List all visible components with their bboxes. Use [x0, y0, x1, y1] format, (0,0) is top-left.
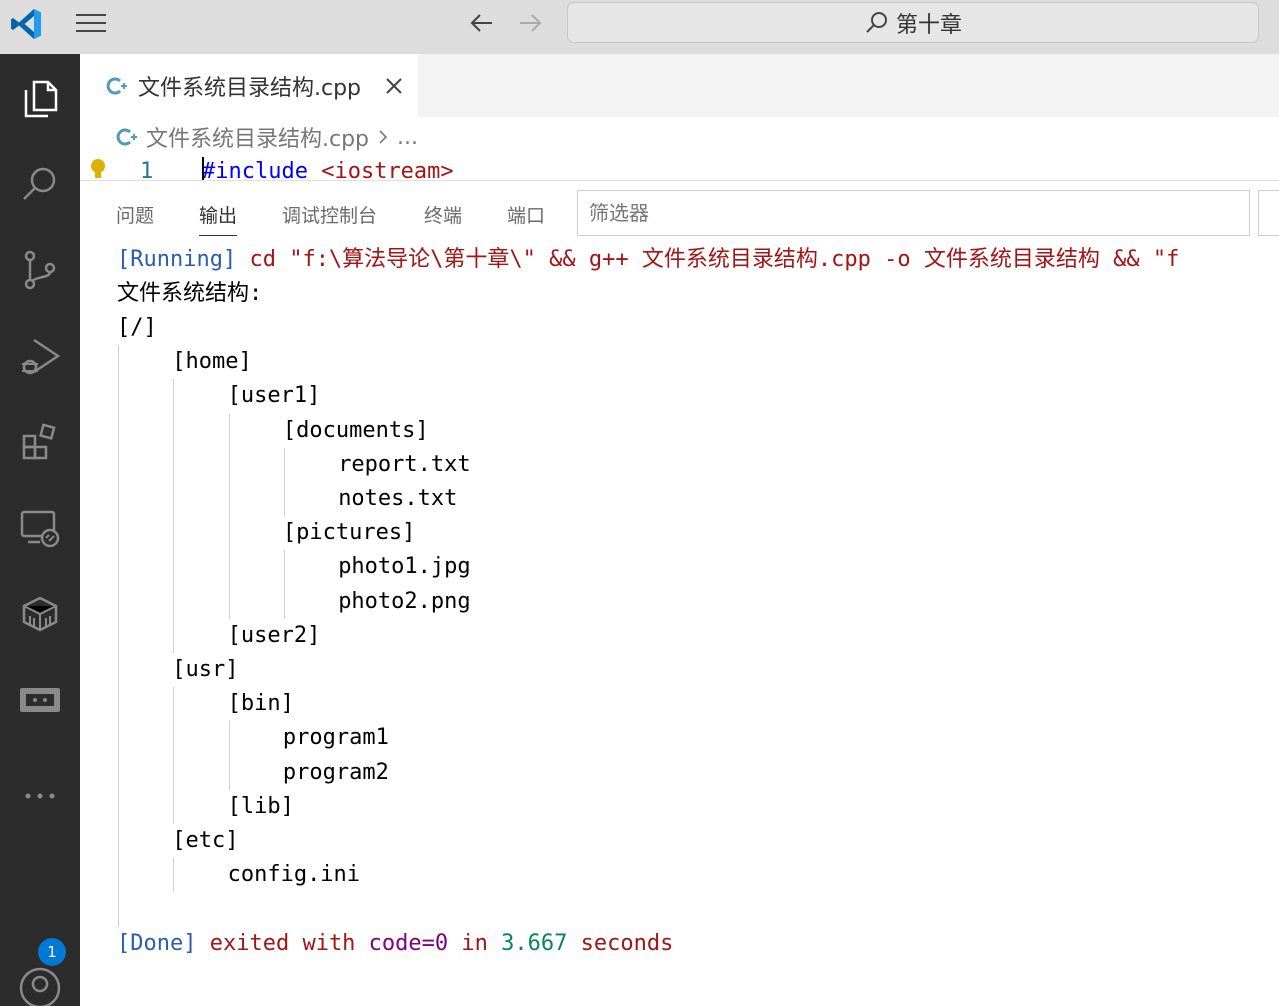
tree-node: [home] — [172, 349, 252, 375]
package-icon — [22, 596, 58, 632]
code-keyword: #include — [202, 159, 308, 181]
tree-node: config.ini — [227, 862, 361, 888]
tree-node: [bin] — [227, 691, 294, 717]
cpp-file-icon — [116, 128, 137, 146]
cpp-file-icon — [106, 77, 127, 94]
output-heading: 文件系统结构: — [117, 281, 263, 306]
close-icon[interactable] — [382, 74, 406, 98]
more-views-button[interactable] — [0, 758, 80, 818]
hamburger-menu-icon[interactable] — [74, 10, 108, 36]
done-time: 3.667 — [487, 931, 568, 956]
code-line: #include <iostream> — [202, 159, 454, 181]
tab-cpp-file[interactable]: 文件系统目录结构.cpp — [80, 54, 418, 117]
done-tag: [Done] — [117, 931, 197, 956]
explorer-button[interactable] — [0, 68, 80, 128]
done-exited: exited — [196, 931, 290, 956]
tab-problems[interactable]: 问题 — [116, 205, 155, 227]
remote-explorer-icon — [20, 510, 60, 548]
activity-bar — [0, 54, 80, 1006]
tree-node: [pictures] — [282, 520, 416, 546]
search-icon — [23, 167, 56, 200]
tree-node: program1 — [282, 725, 389, 751]
title-bar: 第十章 — [0, 0, 1279, 54]
breadcrumb-more[interactable]: ... — [397, 124, 419, 150]
remote-button[interactable] — [0, 670, 80, 730]
indent-guide — [118, 345, 119, 927]
tree-node: [user1] — [227, 383, 321, 409]
tab-output[interactable]: 输出 — [199, 201, 238, 236]
filter-options-button[interactable] — [1258, 190, 1279, 236]
package-button[interactable] — [0, 584, 80, 644]
tab-label: 文件系统目录结构.cpp — [138, 75, 362, 101]
panel-divider — [80, 180, 1279, 181]
text-cursor — [202, 157, 204, 181]
code-header: <iostream> — [307, 159, 454, 181]
indent-guide — [173, 687, 175, 824]
remote-explorer-button[interactable] — [0, 498, 80, 558]
tree-node: [usr] — [172, 657, 239, 682]
breadcrumb-file[interactable]: 文件系统目录结构.cpp — [146, 127, 370, 152]
breadcrumb: 文件系统目录结构.cpp ... — [80, 117, 1279, 157]
indent-guide — [173, 858, 175, 893]
command-center-label: 第十章 — [896, 13, 963, 38]
indent-guide — [228, 721, 230, 790]
tree-node: program2 — [282, 759, 389, 785]
extensions-icon — [22, 423, 56, 460]
panel-tab-bar: 问题 输出 调试控制台 终端 端口 筛选器 — [80, 181, 1279, 241]
done-code: code=0 — [355, 931, 449, 956]
tree-node: [documents] — [282, 417, 429, 443]
lightbulb-icon[interactable] — [88, 157, 108, 181]
extensions-button[interactable] — [0, 412, 80, 472]
indent-guide — [283, 550, 285, 619]
editor-tab-bar: 文件系统目录结构.cpp — [80, 54, 1279, 117]
indent-guide — [283, 447, 285, 517]
back-arrow-icon[interactable] — [466, 8, 498, 38]
source-control-button[interactable] — [0, 240, 80, 300]
running-tag: [Running] — [117, 247, 237, 272]
accounts-button[interactable] — [0, 954, 80, 1006]
search-icon — [866, 12, 887, 33]
done-in: in — [448, 931, 488, 956]
output-running-line: [Running] cd "f:\算法导论\第十章\" && g++ 文件系统目… — [117, 243, 1179, 277]
vscode-logo-icon[interactable] — [8, 6, 44, 42]
tab-terminal[interactable]: 终端 — [424, 205, 463, 227]
account-icon — [19, 967, 61, 1006]
run-debug-button[interactable] — [0, 326, 80, 386]
tree-node: photo2.png — [338, 588, 471, 614]
remote-window-icon — [20, 688, 60, 712]
indent-guide — [173, 379, 175, 653]
line-number: 1 — [140, 159, 154, 181]
files-icon — [24, 80, 58, 118]
account-badge: 1 — [38, 938, 66, 966]
tree-node: [/] — [117, 315, 157, 340]
command-center-search[interactable]: 第十章 — [567, 2, 1259, 43]
indent-guide — [228, 413, 230, 619]
chevron-right-icon — [379, 130, 388, 144]
running-command: cd "f:\算法导论\第十章\" && g++ 文件系统目录结构.cpp -o… — [236, 247, 1180, 272]
tree-node: [lib] — [227, 793, 294, 819]
done-with: with — [289, 931, 356, 956]
tree-node: [etc] — [172, 828, 239, 853]
editor-line[interactable]: 1 #include <iostream> — [80, 157, 1279, 181]
forward-arrow-icon[interactable] — [514, 8, 546, 38]
tree-node: report.txt — [338, 451, 471, 477]
output-panel[interactable]: [Running] cd "f:\算法导论\第十章\" && g++ 文件系统目… — [117, 243, 1279, 1006]
tree-node: [user2] — [227, 622, 321, 648]
tree-node: notes.txt — [338, 486, 458, 511]
run-debug-icon — [22, 338, 61, 375]
done-seconds: seconds — [567, 931, 674, 956]
search-view-button[interactable] — [0, 154, 80, 214]
tree-node: photo1.jpg — [338, 554, 471, 580]
tab-debug-console[interactable]: 调试控制台 — [282, 205, 378, 227]
tab-ports[interactable]: 端口 — [507, 205, 546, 227]
source-control-icon — [24, 250, 56, 290]
filter-input[interactable]: 筛选器 — [577, 190, 1250, 236]
more-icon — [25, 793, 55, 799]
output-done-line: [Done] exited with code=0 in 3.667 secon… — [117, 927, 673, 961]
